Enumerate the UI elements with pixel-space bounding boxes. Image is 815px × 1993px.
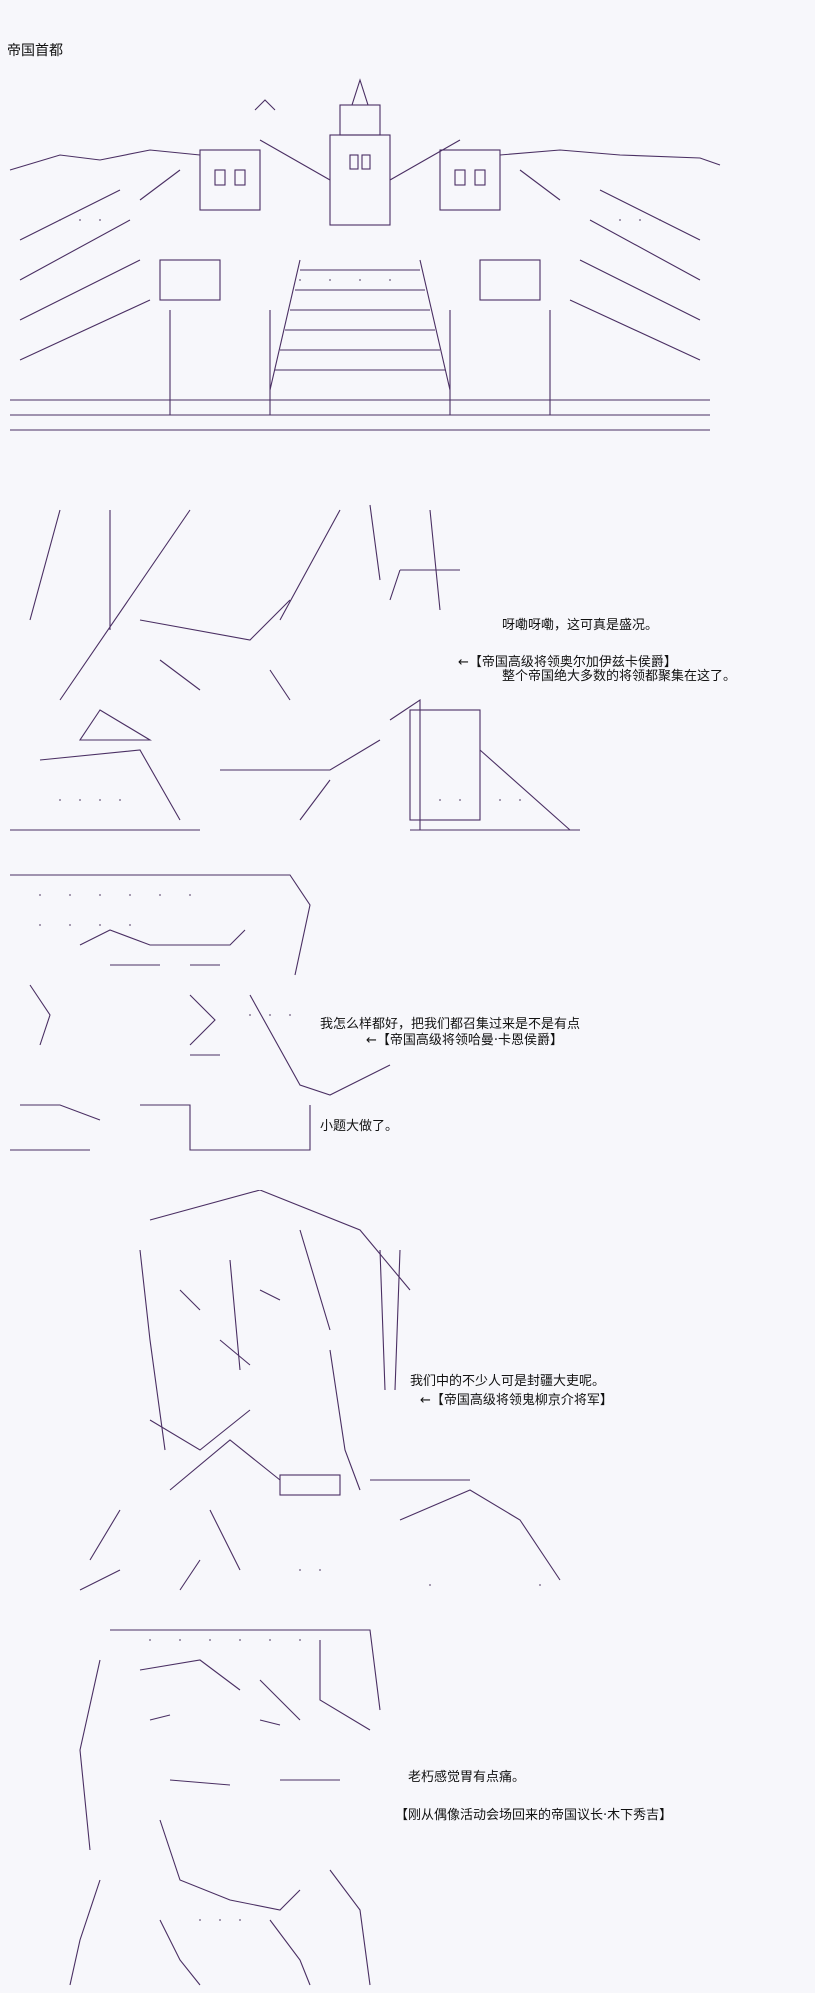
- caption-haman: ←【帝国高级将领哈曼·卡恩侯爵】: [366, 1033, 564, 1048]
- character-art-hideyoshi: [0, 1620, 815, 1990]
- caption-kiryu: ←【帝国高级将领鬼柳京介将军】: [420, 1393, 613, 1408]
- speech-line: 老朽感觉胃有点痛。: [408, 1770, 526, 1785]
- speech-haman: 我怎么样都好，把我们都召集过来是不是有点 小题大做了。: [320, 940, 580, 1178]
- speech-line: 小题大做了。: [320, 1119, 399, 1134]
- character-art-kiryu: [0, 1190, 815, 1600]
- speech-line: 呀嘞呀嘞，这可真是盛况。: [502, 618, 659, 633]
- page-title: 帝国首都: [7, 43, 63, 59]
- speech-olga: 呀嘞呀嘞，这可真是盛况。 整个帝国绝大多数的将领都聚集在这了。: [502, 583, 736, 702]
- caption-olga: ←【帝国高级将领奥尔加伊兹卡侯爵】: [458, 655, 677, 670]
- speech-line: 我怎么样都好，把我们都召集过来是不是有点: [320, 1017, 581, 1032]
- caption-hideyoshi: 【刚从偶像活动会场回来的帝国议长·木下秀吉】: [395, 1808, 673, 1823]
- speech-line: 整个帝国绝大多数的将领都聚集在这了。: [502, 669, 737, 684]
- speech-line: 我们中的不少人可是封疆大吏呢。: [410, 1374, 606, 1389]
- character-art-haman: [0, 865, 815, 1165]
- character-art-olga: [0, 500, 815, 840]
- speech-kiryu: 我们中的不少人可是封疆大吏呢。: [410, 1339, 605, 1407]
- castle-art: [0, 60, 815, 480]
- speech-hideyoshi: 老朽感觉胃有点痛。: [408, 1735, 525, 1803]
